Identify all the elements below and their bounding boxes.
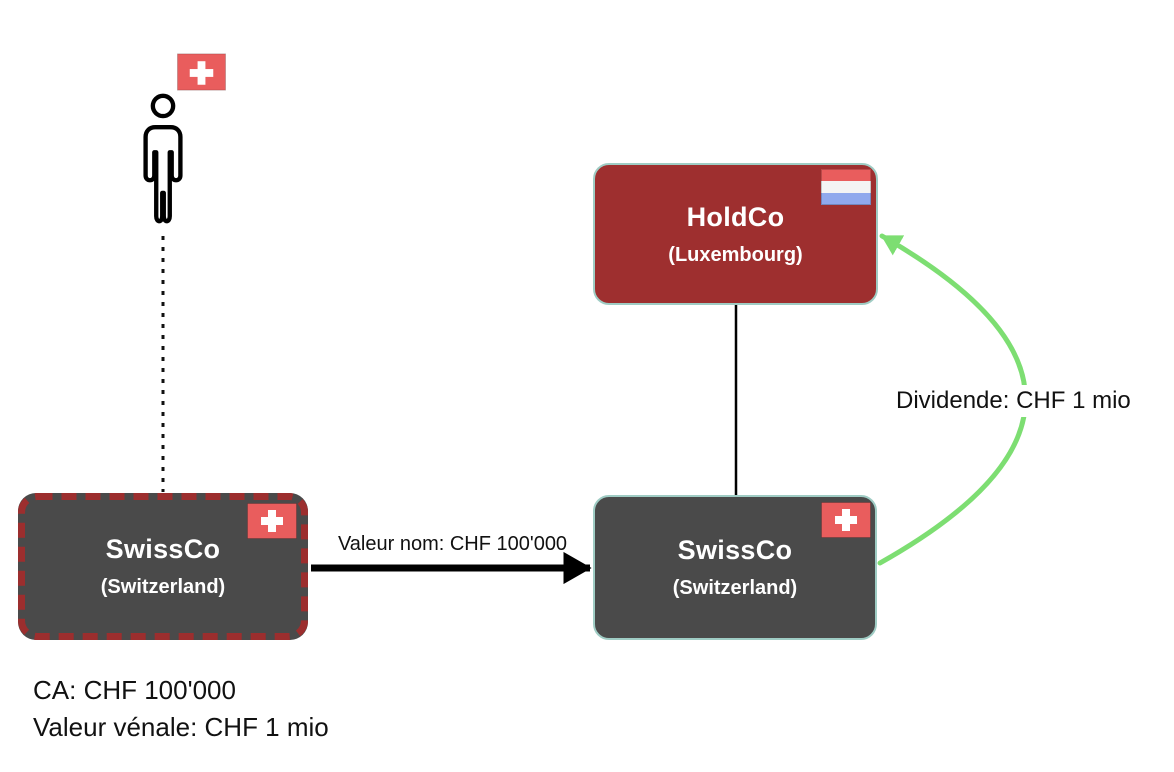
node-subtitle: (Switzerland) bbox=[100, 576, 226, 598]
sale-arrow-label: Valeur nom: CHF 100'000 bbox=[337, 533, 568, 555]
dividend-arrow-label: Dividende: CHF 1 mio bbox=[893, 385, 1134, 417]
swiss-flag-icon bbox=[247, 503, 297, 539]
node-title: HoldCo bbox=[686, 201, 785, 232]
node-title: SwissCo bbox=[677, 535, 793, 565]
node-subtitle: (Luxembourg) bbox=[668, 243, 803, 266]
shareholder-figure bbox=[134, 92, 192, 232]
note-line-1: CA: CHF 100'000 bbox=[33, 675, 236, 705]
node-swissco-target: SwissCo (Switzerland) bbox=[593, 495, 877, 640]
note-line-2: Valeur vénale: CHF 1 mio bbox=[33, 712, 329, 742]
notes: CA: CHF 100'000 Valeur vénale: CHF 1 mio bbox=[33, 672, 329, 746]
luxembourg-flag-icon bbox=[821, 169, 871, 205]
node-subtitle: (Switzerland) bbox=[672, 577, 798, 599]
swiss-flag-icon bbox=[821, 502, 871, 538]
node-swissco-seller: SwissCo (Switzerland) bbox=[18, 493, 308, 640]
swiss-flag-icon bbox=[177, 53, 226, 91]
node-title: SwissCo bbox=[105, 534, 221, 564]
person-icon bbox=[143, 93, 183, 224]
node-holdco: HoldCo (Luxembourg) bbox=[593, 163, 878, 305]
